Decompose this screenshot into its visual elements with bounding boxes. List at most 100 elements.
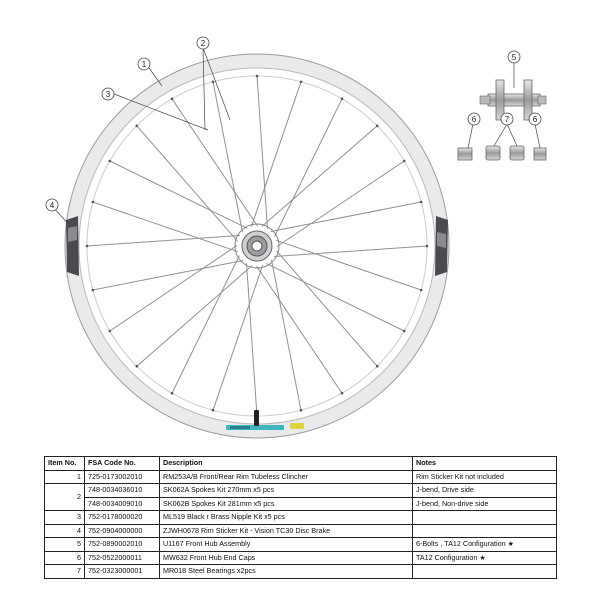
callout-6-right: 6 xyxy=(528,112,542,126)
nipple xyxy=(375,124,379,128)
spoke xyxy=(92,201,238,253)
callout-2: 2 xyxy=(196,36,210,50)
spoke xyxy=(246,263,258,417)
cell-item: 3 xyxy=(44,510,85,525)
cell-code: 752-0323000001 xyxy=(84,564,160,579)
header-code: FSA Code No. xyxy=(84,456,160,471)
nipple xyxy=(91,200,95,204)
spoke xyxy=(274,98,343,237)
nipple xyxy=(375,364,379,368)
nipple xyxy=(108,159,112,163)
svg-text:3: 3 xyxy=(106,90,111,99)
callout-5: 5 xyxy=(507,50,521,64)
callout-7: 7 xyxy=(500,112,514,126)
spoke xyxy=(276,239,422,291)
spoke xyxy=(212,81,243,233)
svg-text:5: 5 xyxy=(512,53,517,62)
spoke xyxy=(276,160,405,247)
table-row: 748-0034009010 SK062B Spokes Kit 281mm x… xyxy=(45,496,557,511)
nipple xyxy=(419,288,423,292)
spoke xyxy=(109,245,238,332)
cell-notes xyxy=(412,510,557,525)
spoke xyxy=(256,265,343,394)
table-header-row: Item No. FSA Code No. Description Notes xyxy=(44,456,557,471)
nipple xyxy=(425,244,429,248)
cell-description: SK062B Spokes Kit 281mm x5 pcs xyxy=(159,496,413,511)
svg-text:1: 1 xyxy=(142,60,147,69)
cell-item: 6 xyxy=(44,550,85,565)
cell-notes: 6-Bolts , TA12 Configuration ★ xyxy=(412,537,557,552)
nipple xyxy=(170,97,174,101)
hub-assembly-illustration xyxy=(479,79,547,121)
header-notes: Notes xyxy=(412,456,557,471)
svg-text:7: 7 xyxy=(505,115,510,124)
svg-text:6: 6 xyxy=(472,115,477,124)
nipple xyxy=(419,200,423,204)
callout-4: 4 xyxy=(45,198,59,212)
cell-description: ZJWH0678 Rim Sticker Kit - Vision TC30 D… xyxy=(159,523,413,538)
cell-notes: J-bend, Drive side xyxy=(412,483,557,498)
spoke xyxy=(136,265,253,367)
rim-sticker-bottom xyxy=(226,423,304,430)
spokes xyxy=(85,74,429,418)
nipple xyxy=(211,408,215,412)
cell-description: U1167 Front Hub Assembly xyxy=(159,537,413,552)
nipple xyxy=(299,80,303,84)
cell-item: 7 xyxy=(44,564,85,579)
table-row: 1 725-0173002010 RM253A/B Front/Rear Rim… xyxy=(44,469,557,484)
spoke xyxy=(266,263,405,332)
header-item-no: Item No. xyxy=(44,456,85,471)
table-row: 5 752-0890002010 U1167 Front Hub Assembl… xyxy=(44,537,557,552)
spoke xyxy=(271,259,302,411)
cell-code: 752-0522000011 xyxy=(84,550,160,565)
spoke xyxy=(86,235,240,247)
spoke xyxy=(250,81,302,227)
callout-6-left: 6 xyxy=(467,112,481,126)
nipple xyxy=(340,391,344,395)
spoke xyxy=(276,250,378,367)
nipple xyxy=(108,329,112,333)
spoke xyxy=(171,255,240,394)
cell-description: SK062A Spokes Kit 270mm x5 pcs xyxy=(159,483,413,498)
spoke xyxy=(136,125,238,242)
parts-table: Item No. FSA Code No. Description Notes … xyxy=(44,456,557,579)
cell-item: 1 xyxy=(44,469,85,484)
header-description: Description xyxy=(159,456,413,471)
nipple xyxy=(170,391,174,395)
nipple xyxy=(299,408,303,412)
nipple xyxy=(402,159,406,163)
spoke xyxy=(109,160,248,229)
spoke xyxy=(256,75,268,229)
table-row: 2 748-0034036010 SK062A Spokes Kit 270mm… xyxy=(44,483,557,511)
callout-3: 3 xyxy=(101,87,115,101)
nipple xyxy=(255,74,259,78)
svg-text:2: 2 xyxy=(201,39,206,48)
cell-code: 752-0904000000 xyxy=(84,523,160,538)
spoke xyxy=(92,260,244,291)
spoke xyxy=(212,265,264,411)
svg-text:4: 4 xyxy=(50,201,55,210)
nipple xyxy=(135,364,139,368)
cell-item: 4 xyxy=(44,523,85,538)
cell-notes: TA12 Configuration ★ xyxy=(412,550,557,565)
cell-code: 725-0173002010 xyxy=(84,469,160,484)
table-row: 4 752-0904000000 ZJWH0678 Rim Sticker Ki… xyxy=(44,523,557,538)
nipple xyxy=(85,244,89,248)
cell-code: 752-0178000020 xyxy=(84,510,160,525)
cell-code: 748-0034009010 xyxy=(84,496,160,511)
cell-code: 748-0034036010 xyxy=(84,483,160,498)
leader-lines xyxy=(52,47,541,227)
cell-description: MR018 Steel Bearings x2pcs xyxy=(159,564,413,579)
svg-text:6: 6 xyxy=(533,115,538,124)
end-cap-left xyxy=(457,147,473,161)
hub xyxy=(234,223,280,269)
nipple xyxy=(402,329,406,333)
nipple xyxy=(211,80,215,84)
cell-item: 5 xyxy=(44,537,85,552)
spoke xyxy=(274,245,428,257)
end-cap-right xyxy=(533,147,547,161)
cell-notes: Rim Sticker Kit not included xyxy=(412,469,557,484)
nipple xyxy=(135,124,139,128)
cell-notes xyxy=(412,523,557,538)
nipple xyxy=(340,97,344,101)
